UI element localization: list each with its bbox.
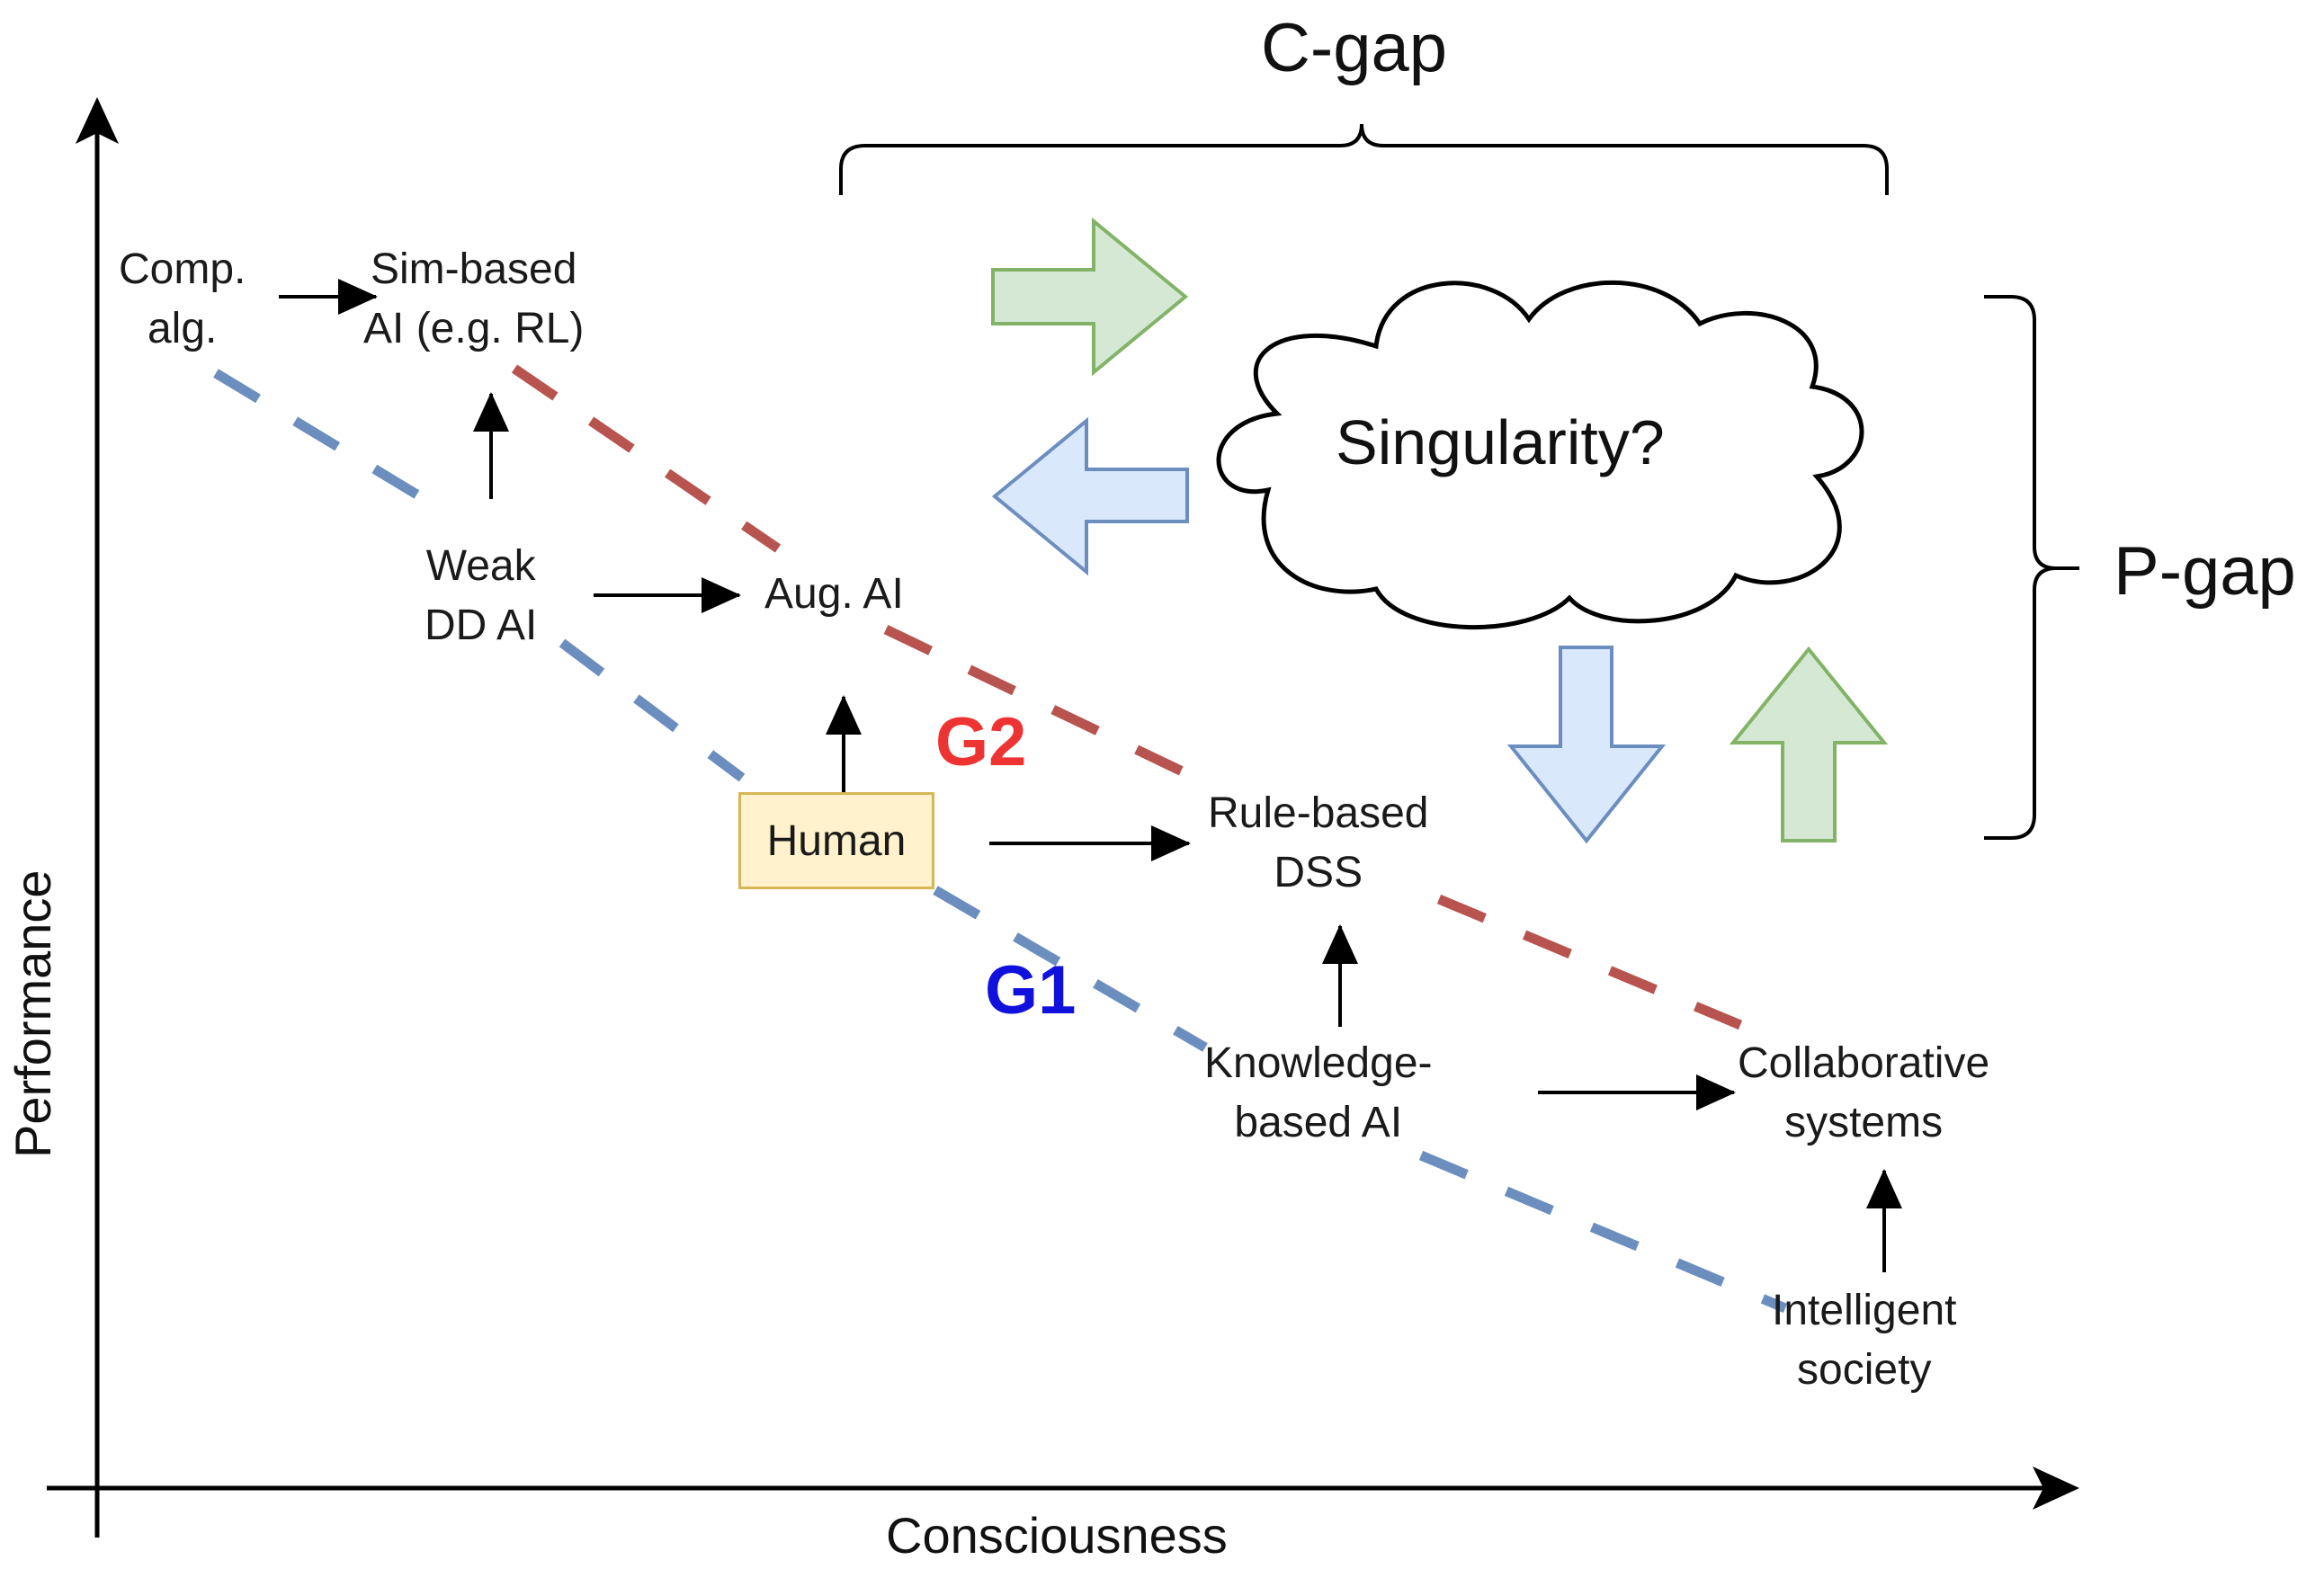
y-axis-arrowhead — [76, 97, 119, 144]
green-right-block-arrow — [991, 217, 1189, 377]
g2-line — [511, 364, 1743, 1030]
node-sim-based: Sim-based AI (e.g. RL) — [363, 240, 584, 359]
g2-label: G2 — [935, 704, 1027, 780]
node-weak-dd: Weak DD AI — [425, 537, 537, 655]
node-comp-alg: Comp. alg. — [119, 240, 246, 359]
node-knowledge-based: Knowledge- based AI — [1204, 1034, 1433, 1153]
g1-label: G1 — [985, 952, 1077, 1029]
x-axis-arrowhead — [2033, 1467, 2079, 1510]
p-gap-brace — [1984, 295, 2057, 840]
singularity-label: Singularity? — [1336, 407, 1665, 477]
y-axis-label: Performance — [4, 869, 61, 1158]
node-knowledge-based-line1: Knowledge- — [1204, 1039, 1433, 1087]
x-axis-label: Consciousness — [886, 1507, 1228, 1564]
node-intelligent-society-line2: society — [1797, 1346, 1932, 1394]
p-gap-label: P-gap — [2114, 533, 2296, 610]
singularity-cloud — [1216, 280, 1864, 630]
axes — [47, 97, 2079, 1538]
node-human: Human — [738, 792, 934, 889]
node-aug-ai: Aug. AI — [764, 565, 904, 624]
connector-arrows — [279, 279, 1902, 1272]
node-sim-based-line1: Sim-based — [370, 245, 577, 293]
green-up-block-arrow — [1729, 646, 1889, 842]
node-rule-based: Rule-based DSS — [1208, 784, 1428, 903]
node-aug-ai-line1: Aug. AI — [764, 570, 904, 618]
g1-line — [213, 369, 1788, 1314]
node-weak-dd-line2: DD AI — [425, 602, 538, 649]
node-collaborative-line1: Collaborative — [1738, 1039, 1990, 1087]
node-collaborative-line2: systems — [1784, 1099, 1944, 1146]
node-collaborative: Collaborative systems — [1738, 1034, 1989, 1153]
blue-down-block-arrow — [1506, 646, 1667, 844]
block-arrows — [991, 217, 1889, 844]
node-comp-alg-line2: alg. — [147, 305, 218, 352]
c-gap-label: C-gap — [1261, 10, 1447, 86]
node-sim-based-line2: AI (e.g. RL) — [363, 305, 585, 352]
node-intelligent-society: Intelligent society — [1772, 1281, 1956, 1400]
node-knowledge-based-line2: based AI — [1234, 1099, 1403, 1146]
node-intelligent-society-line1: Intelligent — [1772, 1287, 1957, 1334]
node-comp-alg-line1: Comp. — [119, 245, 246, 293]
node-rule-based-line2: DSS — [1274, 849, 1363, 896]
node-weak-dd-line1: Weak — [425, 542, 536, 590]
c-gap-brace — [839, 123, 1889, 195]
blue-left-block-arrow — [991, 416, 1189, 576]
node-rule-based-line1: Rule-based — [1208, 789, 1429, 837]
